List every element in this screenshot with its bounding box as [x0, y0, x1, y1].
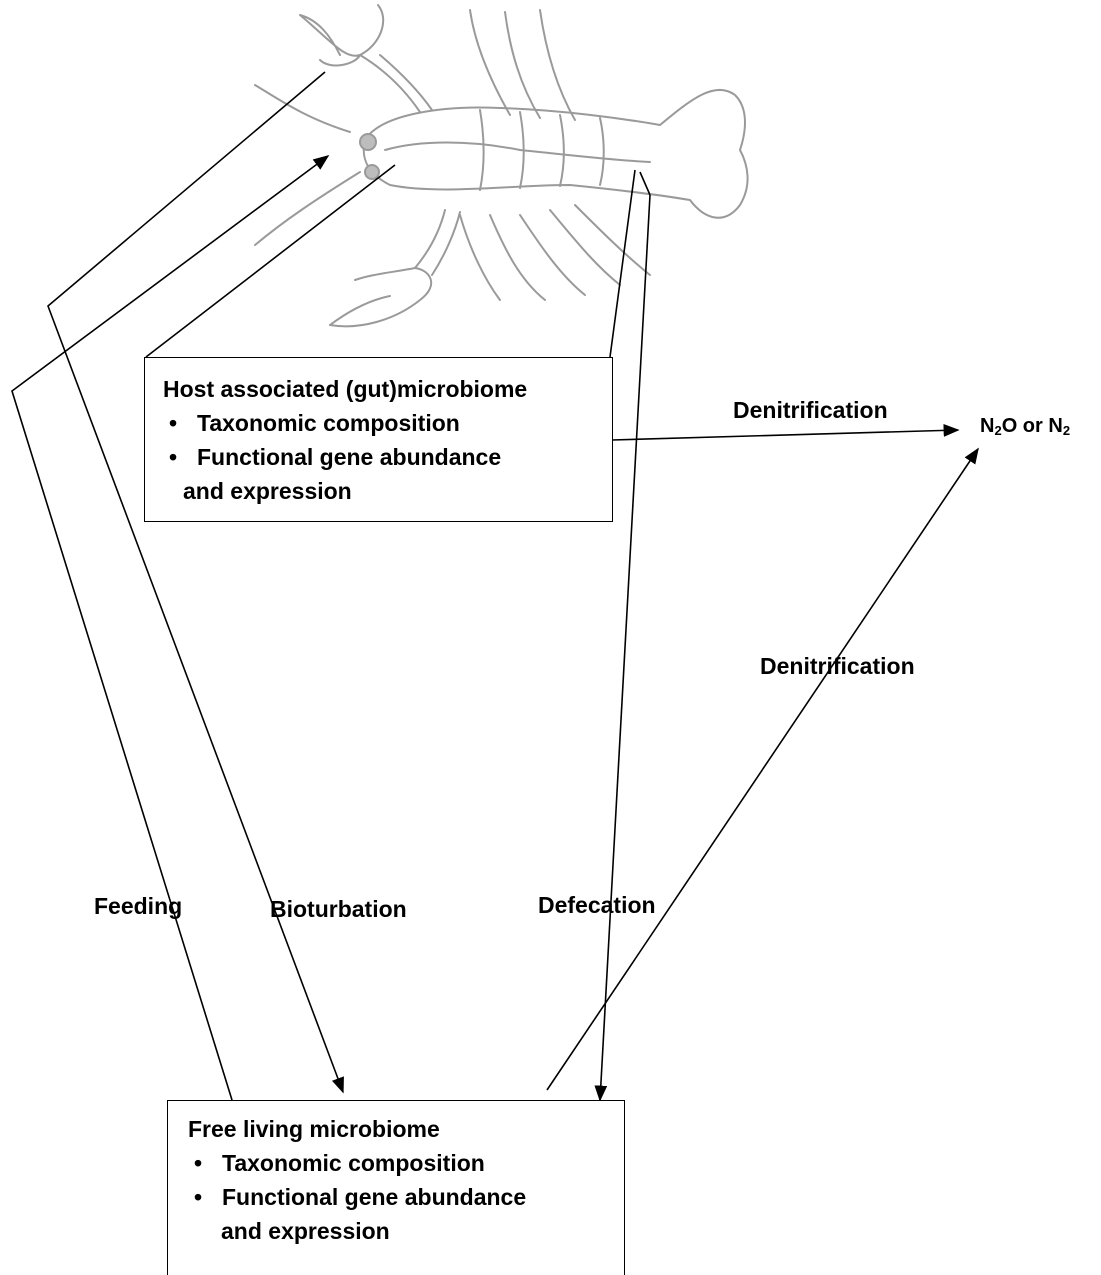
free-microbiome-box: Free living microbiome • Taxonomic compo… [167, 1100, 625, 1275]
free-item-functional: • Functional gene abundance [188, 1180, 604, 1214]
host-connector-line [146, 165, 395, 357]
bullet-glyph: • [163, 406, 183, 440]
denitrification-host-arrow [612, 430, 958, 440]
tail-host-line [610, 170, 635, 357]
crayfish-illustration [255, 5, 748, 326]
host-item-label: Taxonomic composition [197, 410, 460, 436]
product-sub-1: 2 [994, 423, 1001, 438]
bullet-glyph: • [163, 440, 183, 474]
bioturbation-arrow [48, 72, 343, 1092]
defecation-label: Defecation [538, 892, 656, 919]
denitrification-top-label: Denitrification [733, 397, 888, 424]
host-item-functional: • Functional gene abundance [163, 440, 594, 474]
defecation-arrow [600, 195, 650, 1100]
host-item-taxonomic: • Taxonomic composition [163, 406, 594, 440]
free-item-label: Functional gene abundance [222, 1184, 526, 1210]
host-item-label: Functional gene abundance [197, 444, 501, 470]
free-item-label: and expression [221, 1218, 390, 1244]
host-microbiome-list: • Taxonomic composition • Functional gen… [163, 406, 594, 508]
free-microbiome-list: • Taxonomic composition • Functional gen… [188, 1146, 604, 1248]
denitrification-free-arrow [547, 449, 978, 1090]
product-label: N2O or N2 [980, 415, 1070, 438]
bullet-glyph: • [188, 1146, 208, 1180]
bullet-glyph: • [188, 1180, 208, 1214]
product-mid: O or N [1002, 415, 1063, 437]
free-item-label: Taxonomic composition [222, 1150, 485, 1176]
host-microbiome-title: Host associated (gut)microbiome [163, 372, 594, 406]
host-microbiome-box: Host associated (gut)microbiome • Taxono… [144, 357, 613, 522]
denitrification-mid-label: Denitrification [760, 653, 915, 680]
free-item-expression: and expression [187, 1214, 604, 1248]
bioturbation-label: Bioturbation [270, 896, 407, 923]
host-item-expression: and expression [149, 474, 594, 508]
product-sub-2: 2 [1063, 423, 1070, 438]
free-microbiome-title: Free living microbiome [188, 1112, 604, 1146]
host-item-label: and expression [183, 478, 352, 504]
free-item-taxonomic: • Taxonomic composition [188, 1146, 604, 1180]
product-n: N [980, 415, 994, 437]
feeding-arrow [12, 156, 328, 1100]
feeding-label: Feeding [94, 893, 182, 920]
